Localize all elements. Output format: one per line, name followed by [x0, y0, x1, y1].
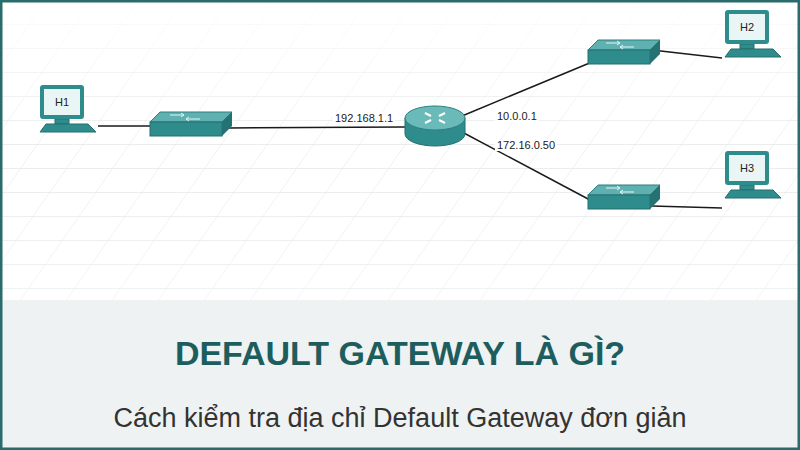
- router-icon: [405, 106, 465, 146]
- ip-address: 192.168.1.1: [333, 112, 395, 124]
- switch-icon: [588, 40, 660, 64]
- host-name: H1: [55, 97, 69, 108]
- switch-icon: [150, 112, 232, 136]
- computer-base: [40, 44, 781, 198]
- caption-text: Cách kiểm tra địa chỉ Default Gateway đơ…: [0, 403, 800, 434]
- computer-screen: H2: [725, 10, 769, 44]
- host-name: H3: [740, 163, 754, 174]
- ip-address: 10.0.0.1: [495, 110, 539, 122]
- computer-screen: H3: [725, 151, 769, 185]
- switch-icon: [588, 185, 660, 209]
- host-name: H2: [740, 22, 754, 33]
- title-text: DEFAULT GATEWAY LÀ GÌ?: [0, 334, 800, 373]
- computer-screen: H1: [40, 85, 84, 119]
- ip-address: 172.16.0.50: [495, 139, 557, 151]
